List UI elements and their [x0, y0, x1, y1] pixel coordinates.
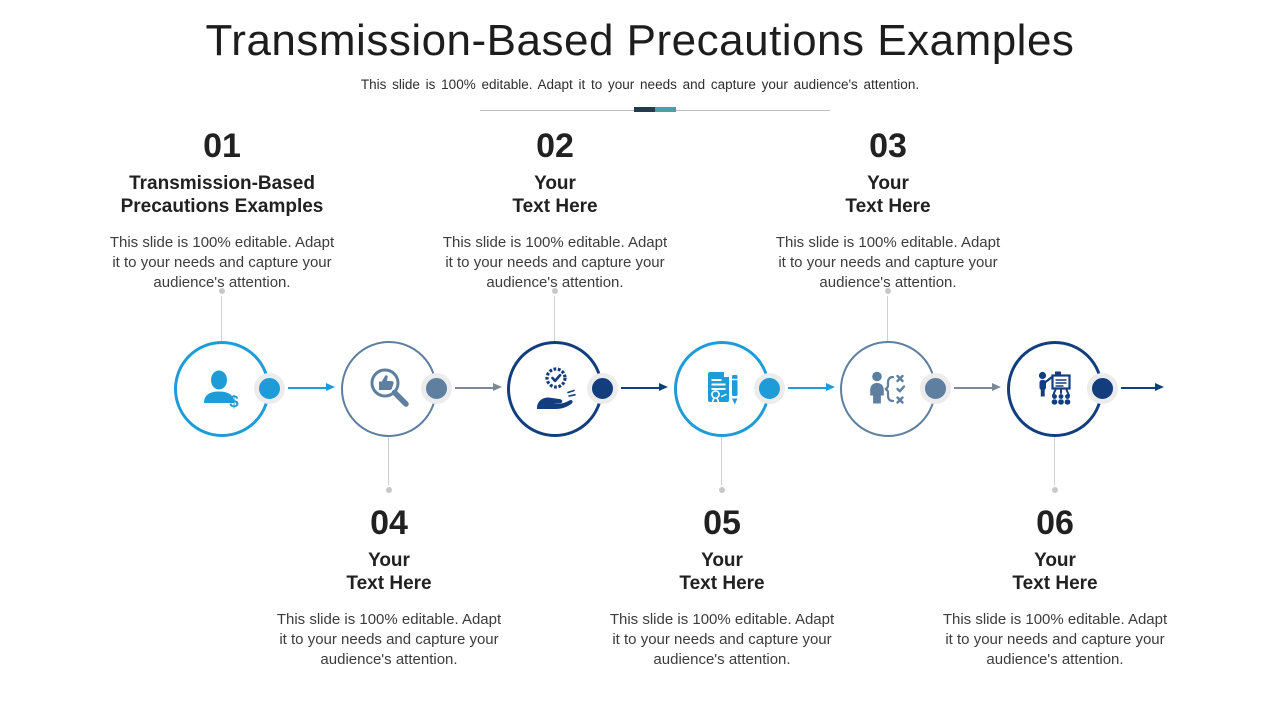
presentation-audience-icon [1038, 371, 1071, 405]
step-number: 01 [203, 127, 241, 165]
step-title: Your Text Here [1012, 550, 1098, 594]
step-description: This slide is 100% editable. Adapt it to… [109, 234, 335, 291]
step-description: This slide is 100% editable. Adapt it to… [276, 611, 502, 668]
timeline-circle-2 [341, 341, 437, 437]
connector-dot [1052, 487, 1058, 493]
page-title: Transmission-Based Precautions Examples [205, 16, 1075, 65]
step-title: Your Text Here [512, 173, 598, 217]
divider-accent-navy [634, 107, 655, 112]
connector-line [887, 296, 888, 341]
step-description: This slide is 100% editable. Adapt it to… [442, 234, 668, 291]
node-dot [254, 373, 285, 404]
step-column-03: 03 Your Text Here This slide is 100% edi… [748, 127, 1028, 293]
connector-line [554, 296, 555, 341]
timeline-circle-3 [507, 341, 603, 437]
svg-text:$: $ [229, 392, 239, 411]
arrow-right-icon [621, 383, 668, 391]
step-description: This slide is 100% editable. Adapt it to… [775, 234, 1001, 291]
step-title: Your Text Here [679, 550, 765, 594]
arrow-right-icon [288, 383, 335, 391]
arrow-right-icon [455, 383, 502, 391]
slide-subtitle: This slide is 100% editable. Adapt it to… [360, 77, 920, 92]
step-description: This slide is 100% editable. Adapt it to… [942, 611, 1168, 668]
connector-dot [552, 288, 558, 294]
connector-line [388, 437, 389, 485]
step-title: Your Text Here [845, 173, 931, 217]
step-number: 06 [1036, 504, 1074, 542]
timeline-circle-6 [1007, 341, 1103, 437]
step-description: This slide is 100% editable. Adapt it to… [609, 611, 835, 668]
node-dot [920, 373, 951, 404]
node-dot [587, 373, 618, 404]
step-column-06: 06 Your Text Here This slide is 100% edi… [915, 504, 1195, 670]
divider-accent-teal [655, 107, 676, 112]
step-number: 04 [370, 504, 408, 542]
node-dot [421, 373, 452, 404]
connector-line [721, 437, 722, 485]
step-column-02: 02 Your Text Here This slide is 100% edi… [415, 127, 695, 293]
connector-dot [219, 288, 225, 294]
step-column-01: 01 Transmission-Based Precautions Exampl… [82, 127, 362, 293]
timeline-circle-1: $ [174, 341, 270, 437]
node-dot [1087, 373, 1118, 404]
step-column-04: 04 Your Text Here This slide is 100% edi… [249, 504, 529, 670]
step-number: 02 [536, 127, 574, 165]
arrow-right-icon [788, 383, 835, 391]
hand-badge-check-icon [537, 367, 576, 409]
arrow-right-icon [954, 383, 1001, 391]
connector-dot [719, 487, 725, 493]
step-title: Transmission-Based Precautions Examples [120, 173, 324, 217]
step-column-05: 05 Your Text Here This slide is 100% edi… [582, 504, 862, 670]
thumbs-up-search-icon [370, 368, 409, 407]
connector-line [1054, 437, 1055, 485]
step-number: 05 [703, 504, 741, 542]
connector-dot [885, 288, 891, 294]
connector-dot [386, 487, 392, 493]
node-dot [754, 373, 785, 404]
connector-line [221, 296, 222, 341]
person-checklist-icon [870, 371, 906, 404]
arrow-right-icon [1121, 383, 1164, 391]
user-dollar-icon: $ [204, 370, 239, 411]
step-number: 03 [869, 127, 907, 165]
certificate-pencil-icon [708, 372, 738, 405]
step-title: Your Text Here [346, 550, 432, 594]
